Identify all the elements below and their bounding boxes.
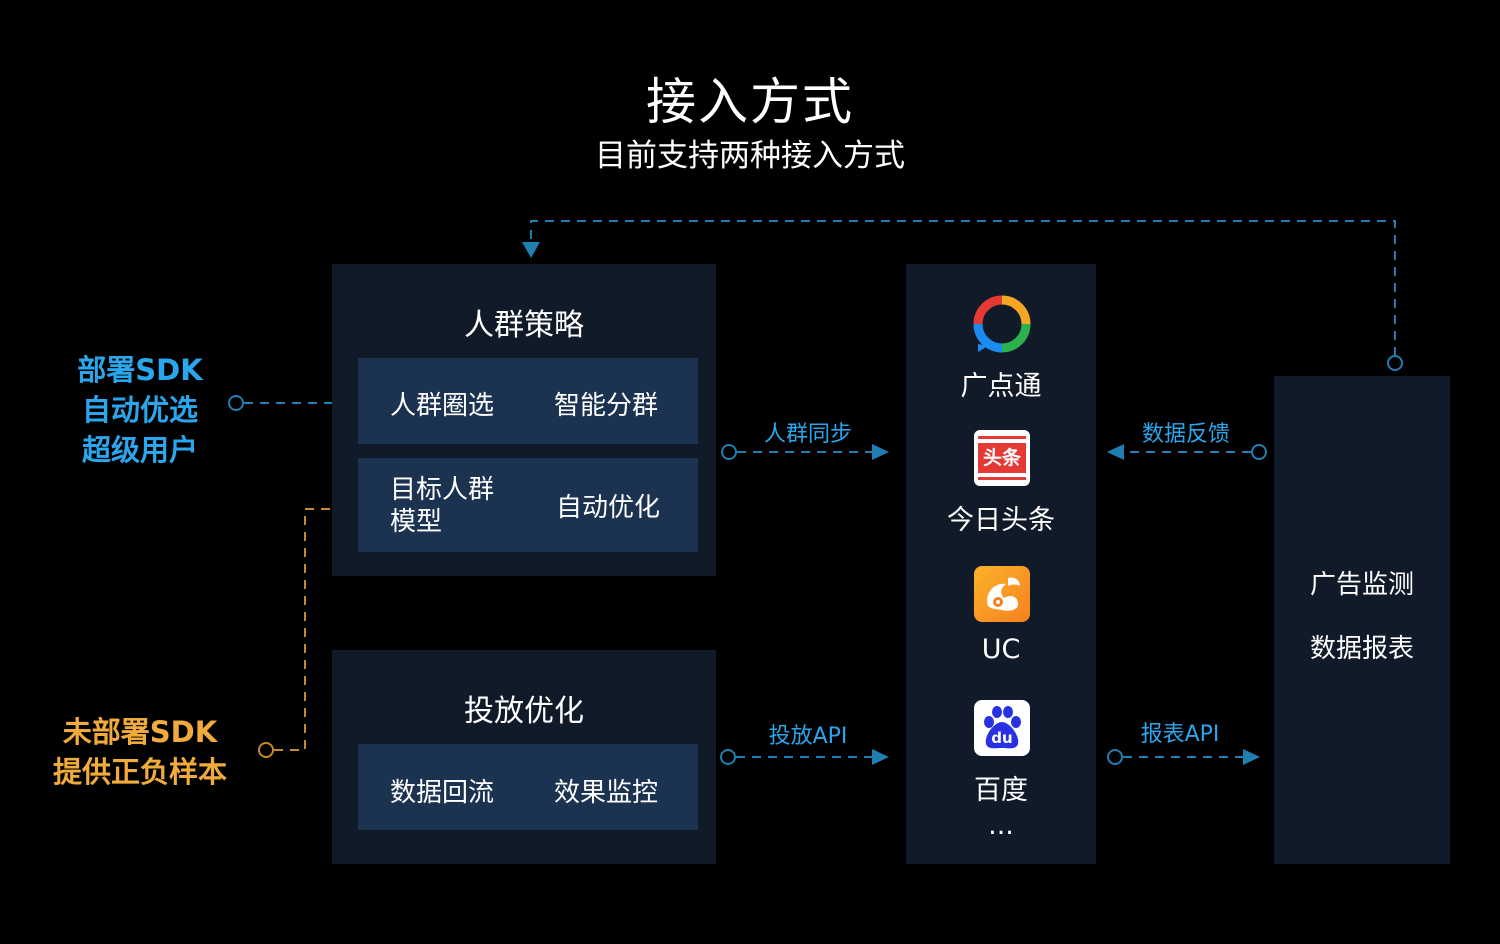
- delivery-api-label: 投放API: [768, 724, 848, 749]
- baidu-paw-logo-icon: du: [974, 700, 1030, 756]
- feedback-loop-line: [530, 220, 1396, 356]
- baidu-logo-text: du: [991, 729, 1013, 747]
- strategy-row-1: 人群圈选 智能分群: [358, 358, 698, 444]
- delivery-api-arrow: [872, 749, 889, 765]
- baidu-paw-shape: [984, 706, 1021, 749]
- strategy-title: 人群策略: [464, 308, 584, 343]
- sync-dot: [721, 444, 737, 460]
- uc-squirrel-logo-icon: [974, 566, 1030, 622]
- feedback-label: 数据反馈: [1141, 422, 1230, 447]
- feedback-arrow: [1107, 444, 1124, 460]
- target-model-label: 目标人群 模型: [390, 474, 494, 538]
- toutiao-logo-text: 头条: [978, 443, 1026, 473]
- uc-squirrel-shape: [987, 577, 1020, 611]
- feedback-loop-start-dot: [1387, 355, 1403, 371]
- feedback-dot: [1251, 444, 1267, 460]
- sdk-deployed-dot: [228, 395, 244, 411]
- feedback-loop-arrow: [522, 242, 540, 258]
- sdk-not-deployed-line-1: 未部署SDK: [62, 715, 218, 749]
- monitor-panel: 广告监测 数据报表: [1274, 376, 1450, 864]
- delivery-panel: 投放优化 数据回流 效果监控: [332, 650, 716, 864]
- delivery-title: 投放优化: [464, 694, 584, 729]
- target-model-line-1: 目标人群: [390, 475, 495, 505]
- sync-arrow: [872, 444, 889, 460]
- strategy-panel: 人群策略 人群圈选 智能分群 目标人群 模型 自动优化: [332, 264, 716, 576]
- report-api-arrow: [1243, 749, 1260, 765]
- page-title: 接入方式: [646, 73, 854, 131]
- auto-optimize-label: 自动优化: [556, 493, 661, 523]
- sdk-not-deployed-label: 未部署SDK 提供正负样本: [20, 712, 260, 792]
- strategy-row-2: 目标人群 模型 自动优化: [358, 458, 698, 552]
- toutiao-logo-stripe-top: [978, 436, 1026, 439]
- more-platforms-ellipsis: ...: [988, 810, 1014, 841]
- platforms-panel: [906, 264, 1096, 864]
- ad-monitoring-label: 广告监测: [1309, 570, 1414, 600]
- sdk-deployed-label: 部署SDK 自动优选 超级用户: [40, 350, 240, 470]
- gdt-logo-icon: [973, 295, 1031, 353]
- toutiao-label: 今日头条: [947, 505, 1055, 536]
- toutiao-logo-icon: 头条: [974, 430, 1030, 486]
- sync-label: 人群同步: [763, 422, 852, 447]
- sdk-deployed-line-1: 部署SDK: [77, 353, 203, 387]
- crowd-selection-label: 人群圈选: [390, 391, 495, 421]
- baidu-label: 百度: [974, 775, 1028, 806]
- report-api-label: 报表API: [1140, 722, 1220, 747]
- sdk-not-deployed-line-2: 提供正负样本: [52, 755, 227, 789]
- data-backflow-label: 数据回流: [390, 778, 495, 808]
- effect-monitoring-label: 效果监控: [554, 778, 659, 808]
- sdk-deployed-line-3: 超级用户: [81, 433, 198, 467]
- gdt-label: 广点通: [960, 371, 1042, 402]
- uc-label: UC: [981, 634, 1021, 665]
- sdk-not-deployed-line: [274, 508, 334, 751]
- target-model-line-2: 模型: [390, 507, 443, 537]
- report-api-dot: [1107, 749, 1123, 765]
- page-subtitle: 目前支持两种接入方式: [595, 138, 905, 174]
- sdk-not-deployed-dot: [258, 742, 274, 758]
- smart-grouping-label: 智能分群: [554, 391, 659, 421]
- data-report-label: 数据报表: [1309, 634, 1414, 664]
- sdk-deployed-line-2: 自动优选: [81, 393, 198, 427]
- toutiao-logo-stripe-bottom: [978, 477, 1026, 480]
- delivery-row-1: 数据回流 效果监控: [358, 744, 698, 830]
- delivery-api-dot: [720, 749, 736, 765]
